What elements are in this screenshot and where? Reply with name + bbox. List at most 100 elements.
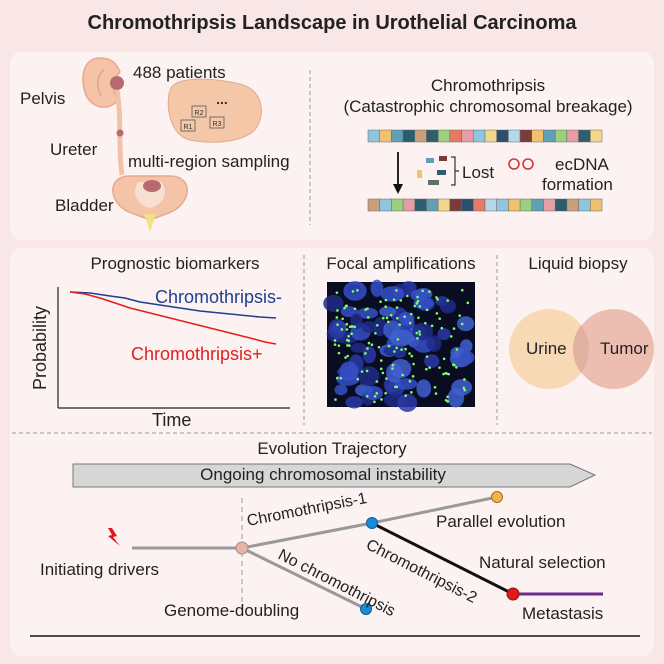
bladder-label: Bladder bbox=[55, 196, 114, 215]
more-regions-label: ... bbox=[216, 91, 228, 107]
fish-signal bbox=[346, 344, 349, 347]
nucleus bbox=[397, 393, 418, 412]
fish-signal bbox=[353, 325, 357, 329]
fish-signal bbox=[344, 304, 348, 308]
nucleus bbox=[370, 279, 384, 297]
fish-signal bbox=[463, 388, 467, 392]
metastasis-node bbox=[506, 587, 520, 601]
fish-signal bbox=[446, 395, 449, 399]
fish-signal bbox=[433, 386, 437, 389]
fish-signal bbox=[335, 291, 339, 294]
fish-signal bbox=[460, 322, 464, 326]
legend-negative: Chromothripsis- bbox=[155, 287, 283, 307]
fish-signal bbox=[345, 328, 349, 331]
pelvis-tumor-dot bbox=[110, 76, 124, 90]
fish-signal bbox=[418, 305, 422, 308]
metastasis-label: Metastasis bbox=[522, 604, 604, 623]
fish-signal bbox=[446, 299, 449, 302]
nucleus bbox=[395, 378, 418, 390]
fish-signal bbox=[399, 299, 403, 302]
fish-signal bbox=[415, 302, 419, 305]
fish-signal bbox=[345, 322, 349, 326]
initiating-label: Initiating drivers bbox=[40, 560, 160, 579]
chromosome-segment bbox=[590, 129, 603, 143]
fish-signal bbox=[336, 309, 339, 312]
fish-signal bbox=[411, 375, 415, 378]
fish-signal bbox=[395, 346, 398, 350]
evolution-tree bbox=[108, 491, 603, 615]
fish-signal bbox=[438, 366, 441, 369]
km-xlabel: Time bbox=[152, 410, 192, 430]
fish-signal bbox=[392, 298, 396, 301]
fish-signal bbox=[442, 372, 445, 376]
lost-bracket bbox=[451, 156, 459, 186]
venn-urine-circle bbox=[509, 309, 589, 389]
bladder-tumor-dot bbox=[143, 180, 161, 192]
sampling-label: multi-region sampling bbox=[128, 152, 290, 171]
fish-signal bbox=[360, 370, 364, 373]
fish-signal bbox=[424, 321, 427, 325]
fish-signal bbox=[365, 369, 369, 373]
fish-signal bbox=[386, 320, 390, 324]
nucleus bbox=[458, 350, 475, 365]
fish-signal bbox=[337, 344, 341, 347]
fish-signal bbox=[417, 316, 420, 320]
fish-signal bbox=[391, 363, 395, 367]
lost-fragments bbox=[417, 156, 447, 185]
fish-signal bbox=[337, 351, 341, 355]
bladder-icon bbox=[112, 175, 188, 232]
fish-signal bbox=[348, 344, 351, 347]
fish-signal bbox=[400, 348, 403, 351]
fish-signal bbox=[364, 352, 367, 355]
fish-signal bbox=[442, 357, 446, 361]
fish-signal bbox=[434, 392, 438, 395]
nucleus bbox=[398, 312, 415, 325]
fish-signal bbox=[384, 392, 387, 395]
fish-image bbox=[323, 279, 475, 412]
fish-signal bbox=[404, 347, 407, 351]
fish-signal bbox=[458, 314, 461, 317]
km-plot bbox=[57, 287, 290, 409]
km-ylabel: Probability bbox=[30, 305, 50, 390]
fish-signal bbox=[335, 316, 339, 319]
fish-signal bbox=[398, 323, 402, 326]
nucleus bbox=[328, 318, 347, 339]
fish-signal bbox=[377, 345, 381, 349]
chromo1-label: Chromothripsis-1 bbox=[246, 490, 369, 530]
nucleus bbox=[363, 386, 383, 400]
fish-signal bbox=[436, 298, 439, 301]
ureter-label: Ureter bbox=[50, 140, 98, 159]
branch-chromo1 bbox=[241, 521, 373, 550]
fish-signal bbox=[418, 330, 421, 333]
nucleus bbox=[389, 359, 412, 379]
fish-signal bbox=[348, 325, 352, 329]
fish-signal bbox=[370, 343, 374, 347]
chromosome-segment bbox=[590, 198, 603, 212]
fish-signal bbox=[367, 341, 371, 345]
fish-signal bbox=[373, 400, 376, 404]
chromosome-intact bbox=[367, 129, 603, 143]
nucleus bbox=[379, 306, 396, 317]
ecdna-label: ecDNA bbox=[555, 155, 609, 174]
fish-signal bbox=[425, 367, 428, 371]
page-title: Chromothripsis Landscape in Urothelial C… bbox=[87, 12, 577, 34]
fish-signal bbox=[366, 307, 369, 310]
fish-signal bbox=[396, 338, 400, 341]
fish-signal bbox=[347, 334, 350, 338]
fish-signal bbox=[463, 378, 466, 381]
fish-signal bbox=[344, 356, 347, 359]
fish-signal bbox=[395, 289, 398, 292]
chromo1-node bbox=[366, 517, 378, 529]
nucleus bbox=[361, 321, 378, 333]
ureter-tumor-dot bbox=[116, 129, 124, 137]
fish-signal bbox=[373, 394, 377, 398]
fish-signal bbox=[406, 294, 409, 298]
natural-selection-label: Natural selection bbox=[479, 553, 606, 572]
venn-tumor-circle bbox=[574, 309, 654, 389]
fish-signal bbox=[428, 366, 431, 369]
nucleus bbox=[460, 339, 473, 354]
nucleus bbox=[334, 384, 348, 396]
chromosome-rearranged bbox=[367, 198, 603, 212]
